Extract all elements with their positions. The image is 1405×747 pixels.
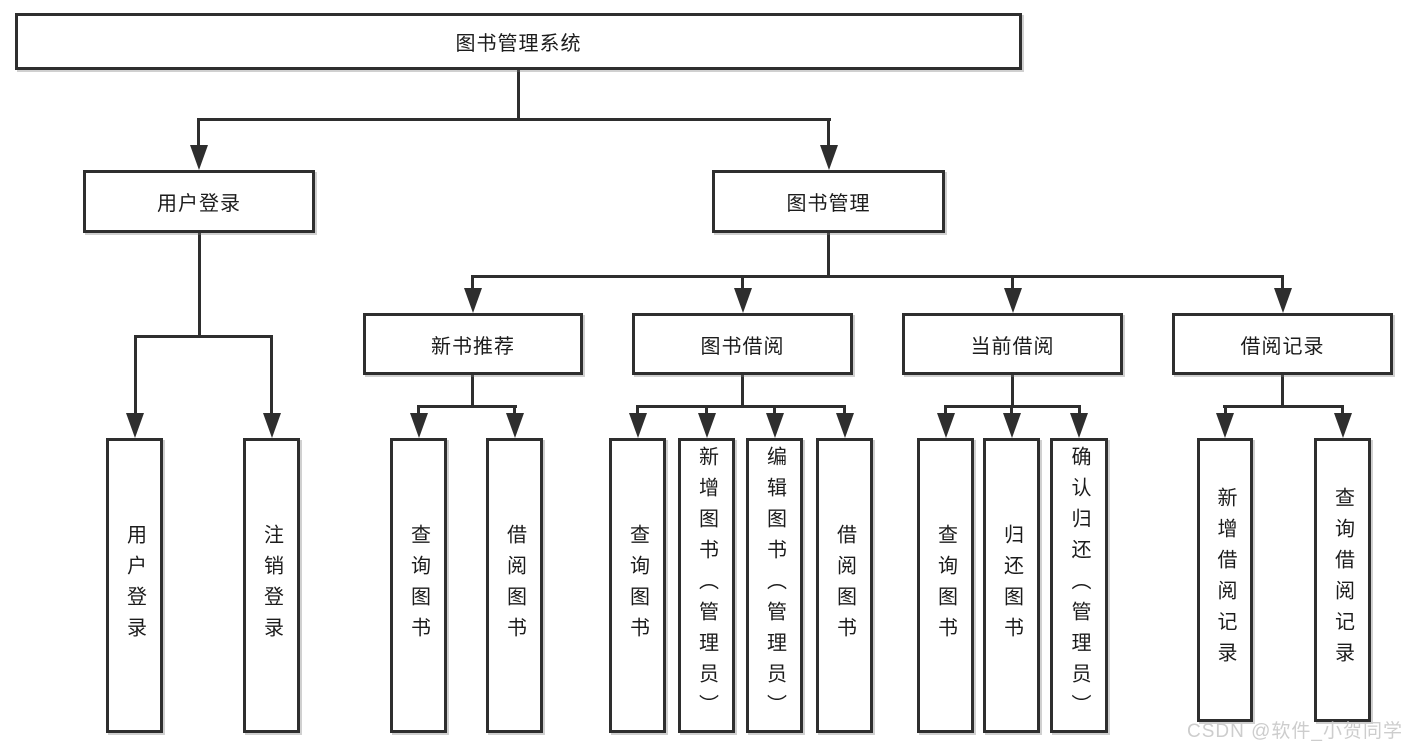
node-book-borrow: 图书借阅 <box>632 313 853 375</box>
connector-line <box>417 405 420 415</box>
node-label: 借阅图书 <box>833 523 856 648</box>
connector-line <box>1078 405 1081 415</box>
leaf-bookborrow-query: 查询图书 <box>609 438 666 733</box>
arrow-down-icon <box>937 413 955 438</box>
node-user-login: 用户登录 <box>83 170 315 233</box>
arrow-down-icon <box>126 413 144 438</box>
leaf-records-add: 新增借阅记录 <box>1197 438 1253 722</box>
connector-line <box>827 118 830 148</box>
node-label: 新书推荐 <box>431 335 515 358</box>
arrow-down-icon <box>1334 413 1352 438</box>
arrow-down-icon <box>1216 413 1234 438</box>
leaf-bookborrow-edit-admin: 编辑图书（管理员） <box>746 438 803 733</box>
connector-line <box>471 275 1284 278</box>
leaf-newbook-query: 查询图书 <box>390 438 447 733</box>
leaf-current-query: 查询图书 <box>917 438 974 733</box>
node-borrow-records: 借阅记录 <box>1172 313 1393 375</box>
connector-line <box>773 405 776 415</box>
node-label: 查询借阅记录 <box>1331 487 1354 673</box>
connector-line <box>134 335 273 338</box>
connector-line <box>471 373 474 407</box>
arrow-down-icon <box>820 145 838 170</box>
node-current-borrow: 当前借阅 <box>902 313 1123 375</box>
arrow-down-icon <box>698 413 716 438</box>
node-label: 编辑图书（管理员） <box>763 446 786 725</box>
leaf-bookborrow-add-admin: 新增图书（管理员） <box>678 438 735 733</box>
node-label: 当前借阅 <box>970 335 1055 358</box>
arrow-down-icon <box>1003 413 1021 438</box>
connector-line <box>197 118 831 121</box>
arrow-down-icon <box>1004 288 1022 313</box>
connector-line <box>1223 405 1344 408</box>
leaf-bookborrow-borrow: 借阅图书 <box>816 438 873 733</box>
node-label: 用户登录 <box>123 523 146 648</box>
node-label: 查询图书 <box>626 523 649 648</box>
connector-line <box>741 275 744 290</box>
arrow-down-icon <box>190 145 208 170</box>
arrow-down-icon <box>410 413 428 438</box>
node-label: 图书借阅 <box>700 335 785 358</box>
connector-line <box>517 68 520 121</box>
arrow-down-icon <box>263 413 281 438</box>
arrow-down-icon <box>836 413 854 438</box>
connector-line <box>471 275 474 290</box>
arrow-down-icon <box>1070 413 1088 438</box>
connector-line <box>198 231 201 337</box>
connector-line <box>1281 275 1284 290</box>
node-label: 图书管理 <box>786 193 871 215</box>
node-label: 查询图书 <box>934 523 957 648</box>
connector-line <box>636 405 846 408</box>
arrow-down-icon <box>766 413 784 438</box>
arrow-down-icon <box>464 288 482 313</box>
connector-line <box>1281 373 1284 407</box>
leaf-current-confirm-admin: 确认归还（管理员） <box>1050 438 1108 733</box>
connector-line <box>134 335 137 415</box>
node-label: 确认归还（管理员） <box>1068 446 1090 725</box>
connector-line <box>636 405 639 415</box>
leaf-logout: 注销登录 <box>243 438 300 733</box>
connector-line <box>1224 405 1227 415</box>
arrow-down-icon <box>506 413 524 438</box>
leaf-current-return: 归还图书 <box>983 438 1040 733</box>
node-label: 用户登录 <box>157 193 241 215</box>
connector-line <box>827 231 830 277</box>
connector-line <box>1010 405 1013 415</box>
node-book-management: 图书管理 <box>712 170 945 233</box>
node-new-book-recommend: 新书推荐 <box>363 313 583 375</box>
node-root: 图书管理系统 <box>15 13 1022 70</box>
arrow-down-icon <box>1274 288 1292 313</box>
connector-line <box>417 405 517 408</box>
leaf-records-query: 查询借阅记录 <box>1314 438 1371 722</box>
connector-line <box>843 405 846 415</box>
node-label: 查询图书 <box>407 523 430 648</box>
arrow-down-icon <box>629 413 647 438</box>
connector-line <box>741 373 744 407</box>
connector-line <box>1011 373 1014 407</box>
node-label: 归还图书 <box>1000 523 1023 648</box>
connector-line <box>197 118 200 148</box>
connector-line <box>513 405 516 415</box>
leaf-newbook-borrow: 借阅图书 <box>486 438 543 733</box>
node-label: 新增图书（管理员） <box>695 446 718 725</box>
arrow-down-icon <box>734 288 752 313</box>
connector-line <box>1341 405 1344 415</box>
node-label: 借阅图书 <box>503 523 526 648</box>
node-label: 借阅记录 <box>1240 335 1325 358</box>
connector-line <box>944 405 947 415</box>
node-label: 注销登录 <box>260 523 283 648</box>
node-label: 图书管理系统 <box>455 33 582 55</box>
connector-line <box>705 405 708 415</box>
connector-line <box>1011 275 1014 290</box>
csdn-watermark: CSDN @软件_小贺同学 <box>1187 721 1403 742</box>
node-label: 新增借阅记录 <box>1214 487 1236 673</box>
leaf-user-login: 用户登录 <box>106 438 163 733</box>
connector-line <box>270 335 273 415</box>
